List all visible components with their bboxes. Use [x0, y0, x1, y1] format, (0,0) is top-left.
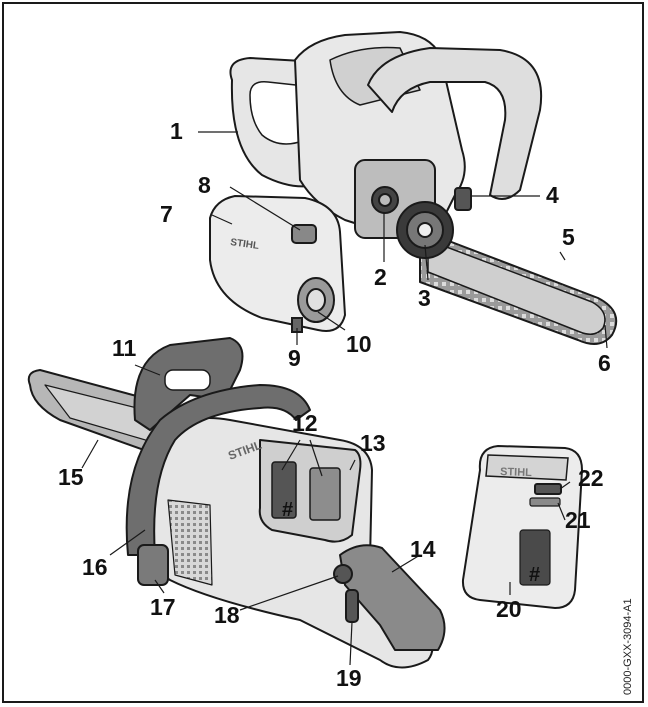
callout-4: 4 — [546, 182, 559, 208]
hash-mark-compartment: # — [282, 499, 294, 521]
front-handle-bottom — [125, 384, 311, 556]
battery-leds — [529, 497, 561, 507]
callout-11: 11 — [112, 335, 137, 361]
callout-22: 22 — [578, 465, 604, 491]
chain-sprocket — [396, 201, 454, 259]
callout-21: 21 — [565, 507, 591, 533]
cooling-vent — [167, 499, 213, 586]
callout-17: 17 — [150, 594, 176, 620]
chainsaw-top-view — [229, 31, 618, 345]
callout-12: 12 — [292, 410, 318, 436]
leader-lines-top — [198, 131, 608, 349]
callout-2: 2 — [374, 264, 387, 290]
callout-13: 13 — [360, 430, 386, 456]
hand-guard — [137, 544, 169, 586]
sprocket-cover: STIHL — [209, 194, 347, 333]
chain-tensioner-knob — [291, 224, 317, 244]
rear-handle-bottom — [339, 544, 446, 651]
callout-3: 3 — [418, 285, 431, 311]
callout-15: 15 — [58, 464, 84, 490]
callout-20: 20 — [496, 596, 522, 622]
callout-1: 1 — [170, 118, 183, 144]
hash-mark-battery: # — [529, 564, 541, 586]
front-handle-top — [367, 47, 543, 200]
callout-9: 9 — [288, 345, 301, 371]
motor-body-bottom — [143, 417, 434, 669]
callout-19: 19 — [336, 665, 362, 691]
callout-8: 8 — [198, 172, 211, 198]
svg-text:STIHL: STIHL — [500, 466, 532, 479]
callout-7: 7 — [160, 201, 173, 227]
callout-6: 6 — [598, 350, 611, 376]
chainsaw-bottom-view: STIHL — [27, 337, 446, 669]
document-reference: 0000-GXX-3094-A1 — [622, 598, 634, 695]
callout-18: 18 — [214, 602, 240, 628]
battery-contacts — [519, 529, 551, 586]
battery-pack: STIHL — [461, 444, 584, 610]
svg-text:STIHL: STIHL — [230, 237, 260, 252]
bar-mounting-stud — [454, 187, 472, 211]
callout-14: 14 — [410, 536, 436, 562]
callout-5: 5 — [562, 224, 575, 250]
callout-10: 10 — [346, 331, 372, 357]
trigger-lockout — [333, 564, 353, 584]
leader-lines-bottom — [81, 364, 571, 666]
callout-16: 16 — [82, 554, 108, 580]
